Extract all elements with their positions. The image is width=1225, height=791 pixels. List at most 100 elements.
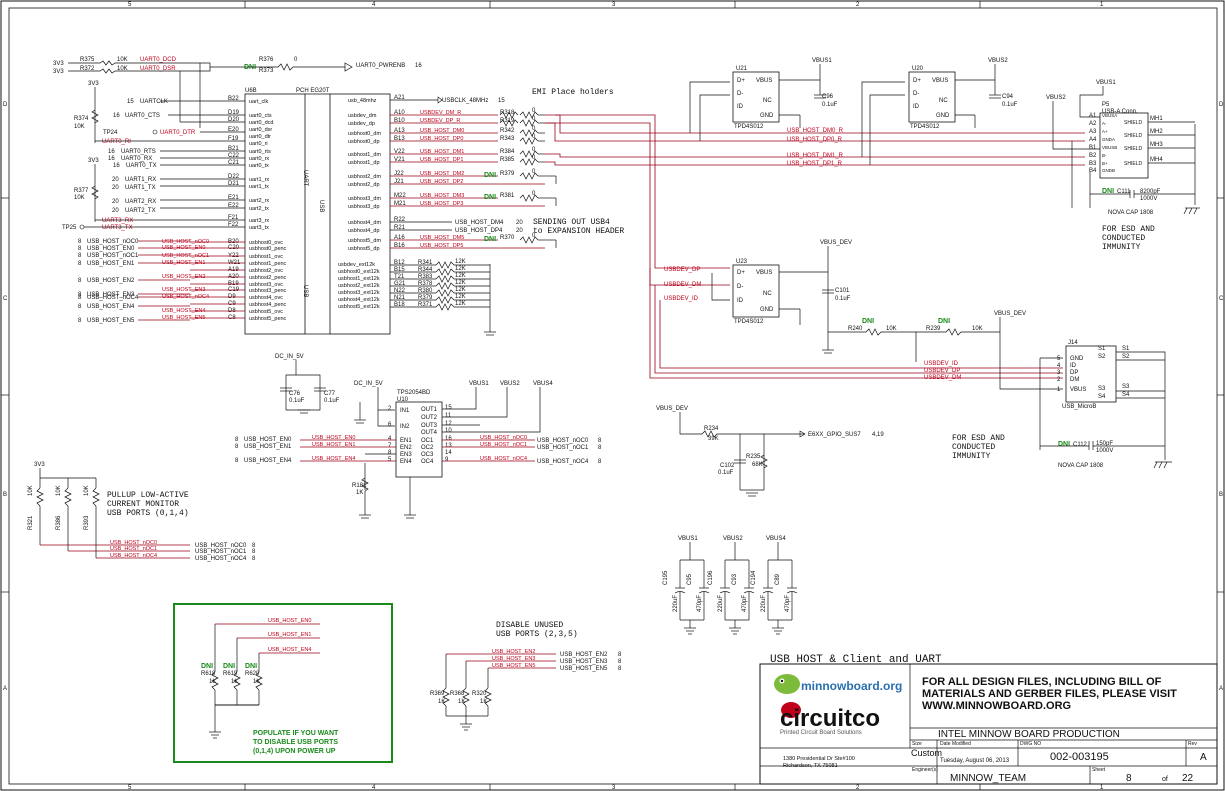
resistor-symbol [442,687,450,707]
u10-pin-name: OUT1 [421,407,438,413]
cap-value: 0.1uF [1002,102,1018,108]
p5-pin-name: GNDB [1102,168,1115,173]
pch-pin-number: J22 [394,171,404,177]
border-col-label: 2 [856,2,860,8]
usbdev-dm-net: USBDEV_DM [664,282,701,288]
usb-net-label: USB_HOST_DM2 [420,171,464,177]
res-value: 10K [972,326,983,332]
dm0r-net: USB_HOST_DM0_R [787,128,844,134]
pch-pin-number: B12 [394,260,405,266]
pin-label: ID [913,104,920,110]
p5-pin-number: A4 [1089,137,1097,143]
res-value: 10K [886,326,897,332]
u10-pin-name: IN2 [400,424,410,430]
vbus2-label: VBUS2 [988,58,1008,64]
cap-plate [762,591,774,594]
dni-label: DNI [938,318,950,325]
res-ref: R620 [245,671,260,677]
pch-pin-name: usbhost2_dp [348,182,380,188]
resistor-symbol [435,303,455,311]
u21-ref: U21 [736,66,748,72]
usb-host-ref: 8 [78,318,82,324]
shield-pin: S3 [1122,384,1130,390]
resistor-symbol [519,236,539,244]
res-value: 0 [532,126,536,132]
esd-note: CONDUCTED [1102,234,1145,243]
tp25-label: TP25 [62,225,77,231]
resistor-symbol [36,487,44,507]
usb-net-label: USB_HOST_DP3 [420,201,463,207]
esd-note: FOR ESD AND [1102,225,1155,234]
circuitco-logo-text: circuitco [780,705,880,732]
border-row-label: C [1219,296,1224,302]
pch-pin-name: usbdev_ext12k [338,262,375,268]
res-value: 12K [455,287,466,293]
usb-host-net: USB_HOST_nOC4 [87,295,139,301]
resistor-symbol [435,275,455,283]
res-value: 12K [455,294,466,300]
p5-pin-name: VBUSA [1102,113,1117,118]
border-col-label: 5 [128,2,132,8]
disable-ref: 8 [618,652,622,658]
p5-pin-name: B- [1102,153,1107,158]
power-switch-u10: DC_IN_5V C76 0.1uF C77 0.1uF DC_IN_5V TP… [235,354,602,519]
gpio-net: E6XX_GPIO_SUS7 [808,432,861,438]
pch-eg20t-chip: U6B PCH EG20T UART USB USB B22D19D20E20F… [78,88,490,335]
pch-ref: U6B [245,88,257,94]
pullup-note: USB PORTS (0,1,4) [107,509,189,518]
cap-ref: C95 [687,573,693,585]
esd-note: CONDUCTED [952,443,995,452]
rev-label: Rev [1188,741,1197,747]
pch-pin-number: R21 [394,225,406,231]
pin-label: GND [936,113,950,119]
dni-box-note: POPULATE IF YOU WANT [253,730,339,737]
usb-host-ref: 8 [78,253,82,259]
bulk-caps: VBUS1C195220uFC95470pFVBUS2C196220uFC934… [663,536,798,635]
usb-host-net-red: USB_HOST_nOC0 [162,239,209,245]
cap-value: 220uF [761,595,767,612]
p5-pin-name: A+ [1102,129,1108,134]
vbus2-label: VBUS2 [1046,95,1066,101]
res-value: 1K [438,699,445,705]
usb-host-net-red: USB_HOST_EN5 [162,315,205,321]
oc-net-red: USB_HOST_nOC0 [480,435,527,441]
usb-net-label: USBDEV_DM_R [420,110,461,116]
dni-box-note: TO DISABLE USB PORTS [253,739,338,746]
p5-pin-number: A2 [1089,121,1097,127]
rev-value: A [1200,752,1207,763]
usb-host-net: USB_HOST_nOC0 [87,239,139,245]
cap-ref: C196 [708,570,714,585]
res-value: 0 [532,155,536,161]
border-row-label: D [3,102,8,108]
res-ref: R380 [418,288,433,294]
pin-label: GND [760,113,774,119]
disable-ref: 8 [618,659,622,665]
u10-pin-number: 15 [445,405,452,411]
pin-label: VBUS [756,270,772,276]
u23-part: TPD4S012 [734,319,764,325]
res-ref: R619 [223,671,238,677]
pin-label: D- [737,284,743,290]
usb-net-label: USB_HOST_DP5 [420,243,463,249]
u10-pin-name: EN3 [400,452,412,458]
date-value: Tuesday, August 06, 2013 [940,758,1010,764]
pch-pin-number: D22 [228,174,240,180]
tp24-label: TP24 [103,130,118,136]
res-value: 1K [209,679,216,685]
u10-pin-name: EN1 [400,438,412,444]
pch-pin-name: usb_48mhz [348,98,377,104]
c102-value: 0.1uF [718,470,734,476]
vbus2-label: VBUS2 [500,381,520,387]
uart0-rx-net: UART0_RX [121,156,152,162]
usb-host-net-red: USB_HOST_nOC4 [162,294,209,300]
engineer-value: MINNOW_TEAM [950,773,1026,784]
usb-host-net-red: USB_HOST_EN2 [162,274,205,280]
pch-pin-name: usbhost0_ext12k [338,269,380,275]
u10-pin-number: 8 [388,450,392,456]
res-value: 12K [455,266,466,272]
pch-pin-name: usbhost4_ovc [249,295,283,301]
dni-label: DNI [201,663,213,670]
j14-ref: J14 [1068,340,1078,346]
gpio-ref: 4,19 [872,432,884,438]
